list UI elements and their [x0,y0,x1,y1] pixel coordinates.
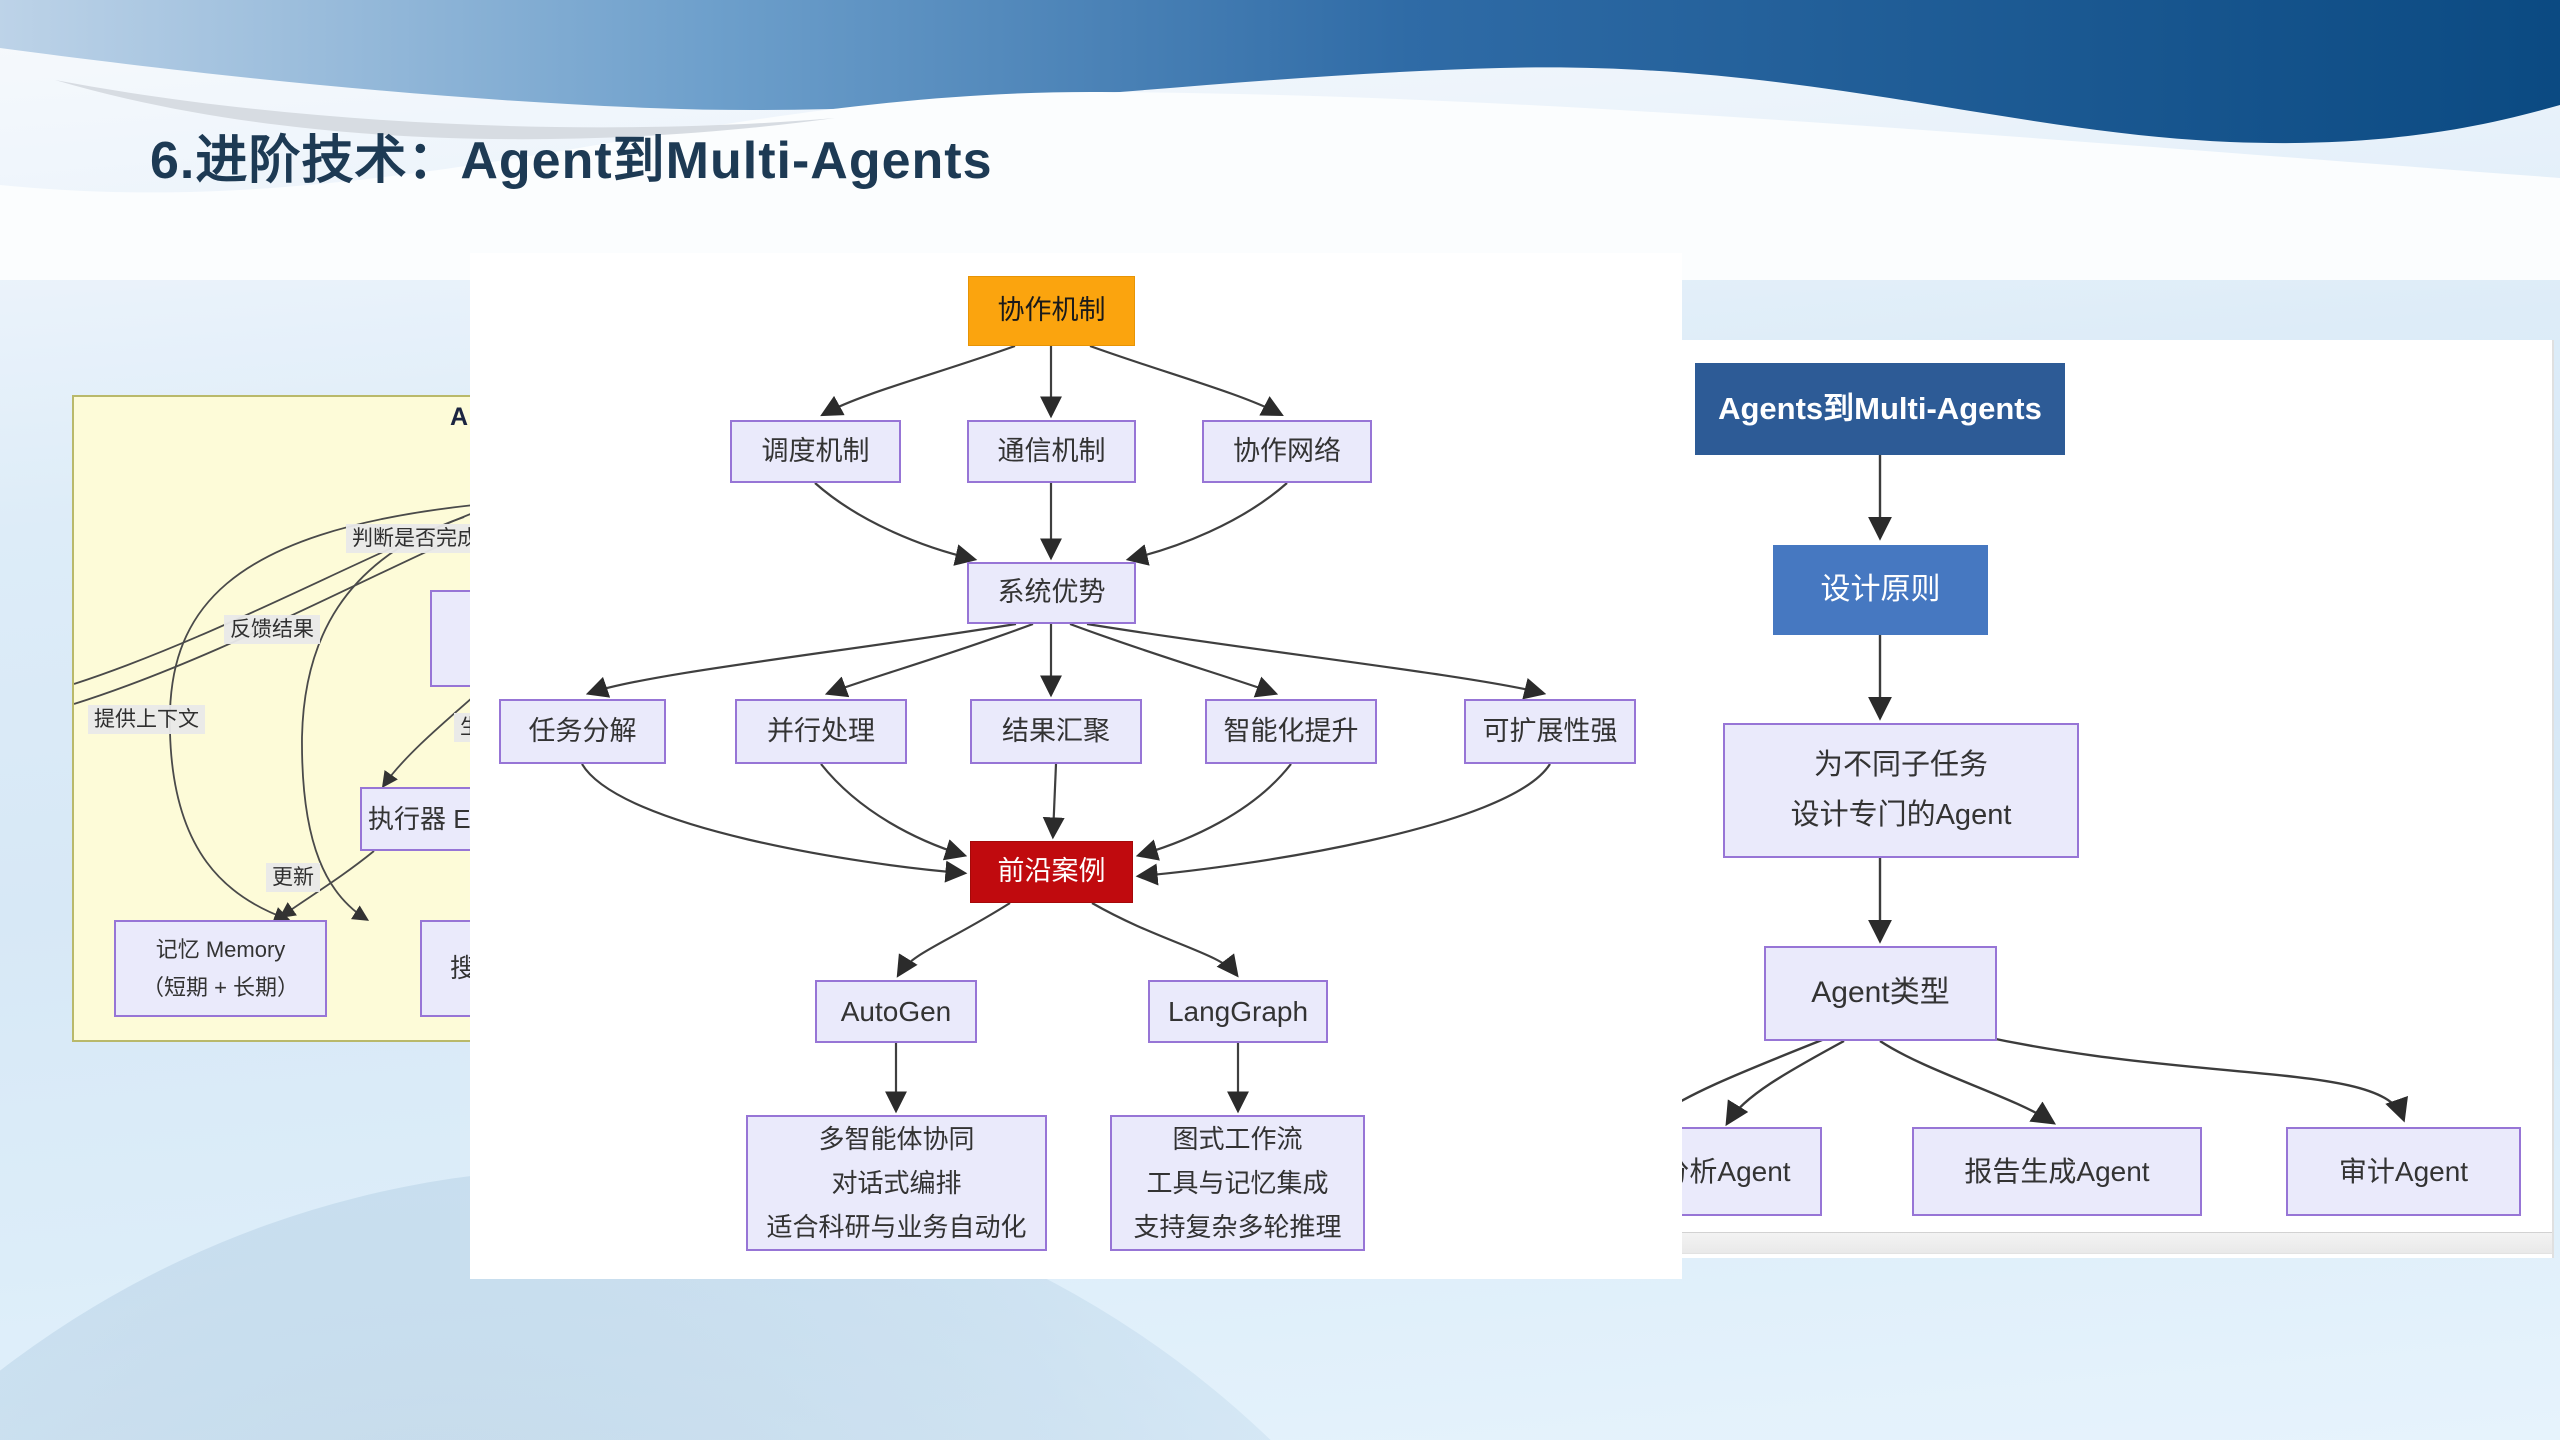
node-frontier-cases: 前沿案例 [970,841,1133,903]
left-panel-title-partial: A [450,403,469,431]
langgraph-desc-line-1: 图式工作流 [1172,1123,1303,1154]
autogen-desc-line-1: 多智能体协同 [818,1123,975,1154]
principle-detail-line-1: 为不同子任务 [1813,749,1988,782]
multi-agent-design-panel: Agents到Multi-Agents 设计原则 为不同子任务 设计专门的Age… [1682,340,2554,1258]
node-scalability: 可扩展性强 [1464,699,1636,764]
edge-label-judge: 判断是否完成/ [346,524,490,554]
node-task-decomposition: 任务分解 [499,699,666,764]
collaboration-flowchart-panel: 协作机制 调度机制 通信机制 协作网络 系统优势 任务分解 并行处理 结果汇聚 … [470,253,1682,1279]
autogen-desc-line-3: 适合科研与业务自动化 [766,1212,1027,1243]
page-title: 6.进阶技术：Agent到Multi-Agents [150,132,993,190]
memory-line-2: （短期 + 长期） [141,974,300,1000]
node-autogen-description: 多智能体协同 对话式编排 适合科研与业务自动化 [746,1115,1047,1251]
edge-label-feedback: 反馈结果 [224,615,320,645]
autogen-desc-line-2: 对话式编排 [831,1167,962,1198]
node-memory: 记忆 Memory （短期 + 长期） [114,920,327,1017]
node-report-agent: 报告生成Agent [1912,1127,2202,1216]
node-principle-detail: 为不同子任务 设计专门的Agent [1723,723,2079,858]
node-design-principle: 设计原则 [1773,545,1988,635]
right-panel-arrows [1682,455,2408,1127]
node-autogen: AutoGen [815,980,977,1043]
langgraph-desc-line-2: 工具与记忆集成 [1146,1167,1329,1198]
node-audit-agent: 审计Agent [2286,1127,2521,1216]
principle-detail-line-2: 设计专门的Agent [1790,798,2012,831]
node-parallel-processing: 并行处理 [735,699,907,764]
edge-label-update: 更新 [266,863,320,893]
memory-line-1: 记忆 Memory [155,937,286,963]
node-analysis-agent: 分析Agent [1682,1127,1822,1216]
node-agent-type: Agent类型 [1764,946,1997,1041]
center-panel-edges-svg [581,344,1551,1114]
node-langgraph: LangGraph [1148,980,1328,1043]
node-collaboration-mechanism: 协作机制 [968,276,1135,346]
node-agents-to-multi-agents: Agents到Multi-Agents [1695,363,2065,455]
right-panel-edges-svg [1682,455,2408,1127]
center-panel-arrows [581,344,1551,1114]
node-collaboration-network: 协作网络 [1202,420,1372,483]
node-langgraph-description: 图式工作流 工具与记忆集成 支持复杂多轮推理 [1110,1115,1365,1251]
edge-label-context: 提供上下文 [88,705,205,735]
langgraph-desc-line-3: 支持复杂多轮推理 [1133,1212,1342,1243]
node-intelligence-boost: 智能化提升 [1205,699,1377,764]
horizontal-scrollbar[interactable] [1682,1232,2552,1254]
node-result-aggregation: 结果汇聚 [970,699,1142,764]
node-communication-mechanism: 通信机制 [967,420,1136,483]
node-system-advantages: 系统优势 [967,562,1136,624]
node-scheduling-mechanism: 调度机制 [730,420,901,483]
